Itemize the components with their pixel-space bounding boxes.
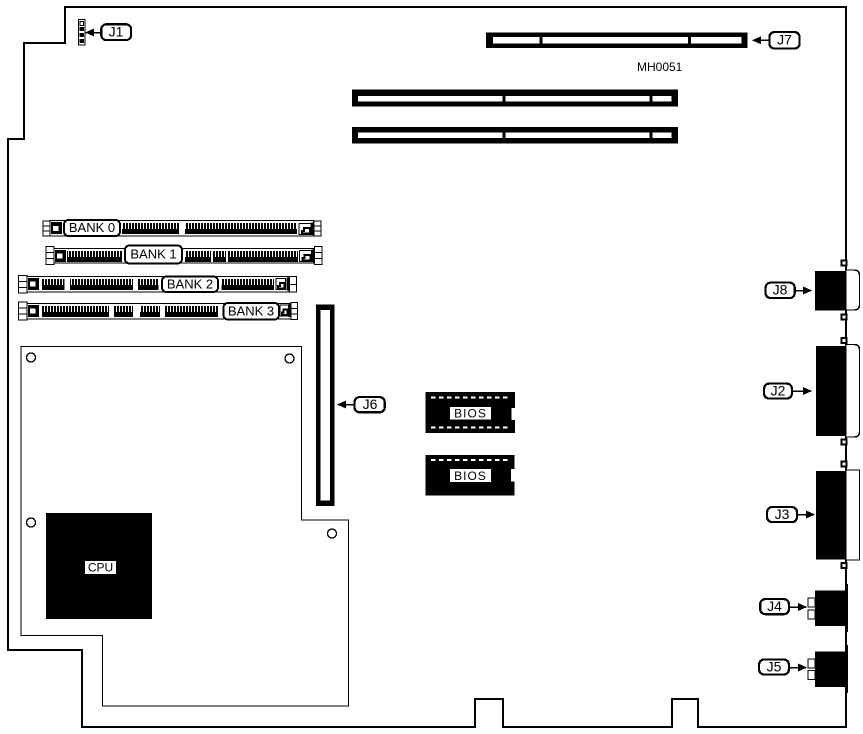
svg-text:CPU: CPU [88,561,113,575]
svg-text:BANK 3: BANK 3 [228,304,274,319]
svg-text:BIOS: BIOS [454,407,487,421]
svg-text:J5: J5 [767,659,782,675]
svg-text:BANK 1: BANK 1 [130,247,176,262]
svg-text:J8: J8 [773,282,788,298]
svg-text:J4: J4 [767,598,782,614]
svg-text:J6: J6 [363,396,378,412]
svg-text:J1: J1 [109,24,124,40]
svg-text:J3: J3 [775,506,790,522]
svg-text:BANK 0: BANK 0 [69,220,115,235]
svg-text:BIOS: BIOS [454,469,487,483]
svg-text:BANK 2: BANK 2 [167,277,213,292]
svg-text:MH0051: MH0051 [637,60,683,74]
svg-text:J2: J2 [771,383,786,399]
svg-text:J7: J7 [777,32,792,48]
